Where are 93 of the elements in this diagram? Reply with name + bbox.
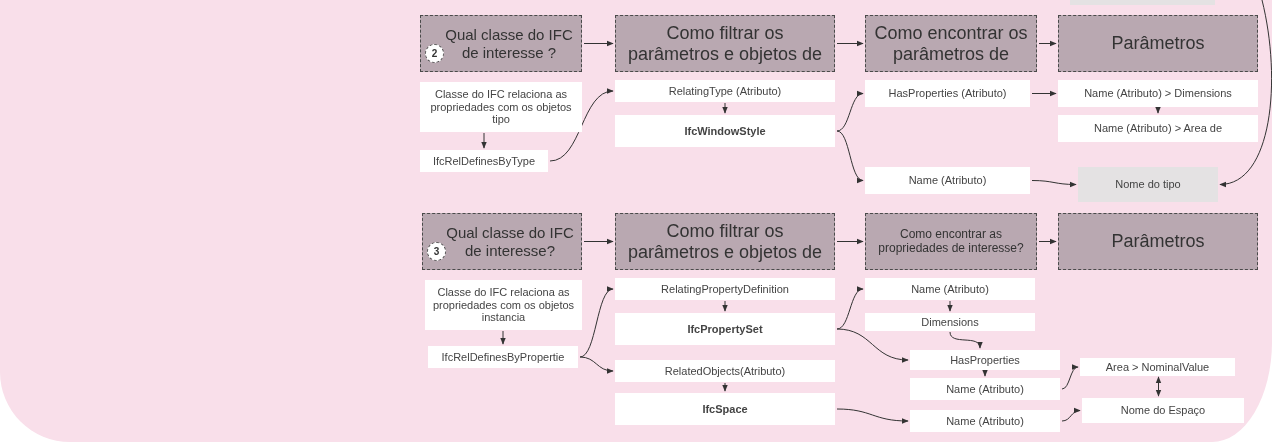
- node-label: IfcRelDefinesByPropertie: [441, 350, 565, 364]
- node-label: Parâmetros: [1111, 33, 1205, 54]
- node-label: Qual classe do IFC de interesse ?: [444, 26, 574, 61]
- connector-arrow: [579, 288, 614, 358]
- node-label: 2: [431, 47, 438, 60]
- node-label: IfcWindowStyle: [684, 124, 766, 138]
- attribute-box: [1082, 398, 1244, 423]
- connector-arrow: [1031, 90, 1057, 97]
- node-label: Classe do IFC relaciona as propriedades com os objetos tipo: [429, 88, 573, 126]
- connector-arrow: [947, 300, 953, 312]
- question-box: [422, 213, 582, 270]
- node-label: HasProperties (Atributo): [888, 87, 1007, 100]
- node-label: Qual classe do IFC de interesse?: [445, 224, 575, 259]
- connector-arrow: [982, 369, 988, 377]
- connector-arrow: [722, 300, 728, 312]
- step-number-badge: [425, 44, 444, 63]
- result-box: [1078, 167, 1218, 202]
- attribute-box: [615, 115, 835, 147]
- question-box: [615, 15, 835, 72]
- node-label: Parâmetros: [1111, 231, 1205, 252]
- connector-arrow: [836, 92, 864, 132]
- attribute-box: [910, 378, 1060, 400]
- connector-arrow: [1038, 238, 1057, 245]
- connector-arrow: [1038, 40, 1057, 47]
- node-label: RelatedObjects(Atributo): [664, 364, 786, 378]
- attribute-box: [615, 313, 835, 345]
- question-box: [865, 15, 1037, 72]
- step-number-badge: [427, 242, 446, 261]
- connector-arrow: [836, 287, 864, 330]
- node-label: Classe do IFC relaciona as propriedades com os objetos instancia: [431, 286, 576, 324]
- attribute-box: [420, 150, 548, 172]
- node-label: HasProperties: [950, 353, 1020, 367]
- node-label: Como filtrar os parâmetros e objetos de: [626, 220, 824, 263]
- node-label: Name (Atributo) > Dimensions: [1084, 87, 1232, 100]
- connector-arrow: [836, 40, 864, 47]
- attribute-box: [420, 82, 582, 132]
- connector-arrow: [949, 331, 982, 349]
- connector-arrow: [549, 89, 614, 162]
- connector-arrow: [500, 330, 506, 345]
- attribute-box: [865, 167, 1030, 194]
- question-box: [865, 213, 1037, 270]
- node-label: Nome do Espaço: [1120, 404, 1206, 417]
- node-label: Name (Atributo): [946, 414, 1024, 428]
- question-box: [1058, 15, 1258, 72]
- attribute-box: [428, 346, 578, 368]
- node-label: Name (Atributo) > Area de: [1093, 122, 1223, 135]
- connector-arrow: [583, 238, 614, 245]
- connector-arrow: [722, 102, 728, 114]
- connector-arrow: [836, 408, 909, 424]
- connector-arrow: [1155, 376, 1162, 397]
- attribute-box: [865, 313, 1035, 331]
- node-label: IfcRelDefinesByType: [432, 154, 536, 168]
- attribute-box: [1058, 80, 1258, 107]
- connector-arrow: [836, 238, 864, 245]
- attribute-box: [615, 393, 835, 425]
- node-label: Dimensions: [921, 315, 979, 329]
- connector-arrow: [1155, 106, 1161, 114]
- question-box: [1058, 213, 1258, 270]
- node-label: Como encontrar as propriedades de interesse?: [877, 227, 1025, 256]
- connector-arrow: [1031, 180, 1077, 188]
- node-label: Como encontrar os parâmetros de: [873, 22, 1029, 65]
- attribute-box: [425, 280, 582, 330]
- node-label: Name (Atributo): [911, 282, 989, 296]
- connector-arrow: [1061, 408, 1081, 422]
- attribute-box: [910, 350, 1060, 370]
- attribute-box: [865, 278, 1035, 300]
- node-label: Nome do tipo: [1115, 178, 1181, 191]
- attribute-box: [1080, 358, 1235, 376]
- connector-arrow: [836, 130, 864, 182]
- attribute-box: [865, 80, 1030, 107]
- connector-arrow: [836, 328, 909, 363]
- connector-arrow: [722, 382, 728, 392]
- node-label: RelatingType (Atributo): [668, 84, 782, 98]
- connector-arrow: [1219, 0, 1272, 187]
- attribute-box: [1058, 115, 1258, 142]
- attribute-box: [615, 360, 835, 382]
- attribute-box: [615, 278, 835, 300]
- node-label: Area > NominalValue: [1105, 360, 1210, 374]
- node-label: IfcSpace: [702, 402, 748, 416]
- node-label: IfcPropertySet: [687, 322, 763, 336]
- node-label: Name (Atributo): [946, 382, 1024, 396]
- connector-arrow: [481, 132, 487, 149]
- node-label: RelatingPropertyDefinition: [661, 282, 789, 296]
- attribute-box: [910, 410, 1060, 432]
- attribute-box: [615, 80, 835, 102]
- node-label: Name (Atributo): [908, 174, 987, 187]
- question-box: [615, 213, 835, 270]
- connector-arrow: [579, 356, 614, 374]
- question-box: [420, 15, 582, 72]
- connector-arrow: [583, 40, 614, 47]
- node-label: 3: [433, 245, 440, 258]
- connector-arrow: [1061, 365, 1079, 390]
- node-label: Como filtrar os parâmetros e objetos de: [626, 22, 824, 65]
